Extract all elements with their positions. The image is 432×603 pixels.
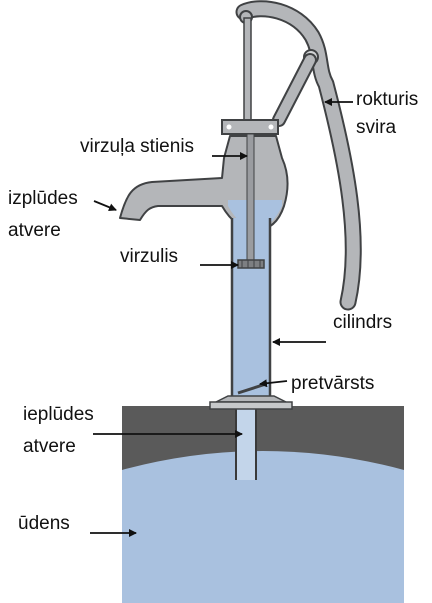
label-piston-rod: virzuļa stienis (80, 136, 194, 157)
label-water: ūdens (18, 513, 70, 534)
outlet-arrow (94, 201, 116, 210)
well (122, 406, 404, 603)
piston-rod-lower (247, 134, 254, 262)
label-inlet-line2: atvere (23, 436, 76, 457)
label-handle-line1: rokturis (356, 89, 418, 110)
label-handle-line2: svira (356, 117, 397, 138)
piston-rod-upper (244, 18, 251, 120)
label-piston: virzulis (120, 246, 178, 267)
piston (238, 260, 264, 268)
inlet-pipe (236, 406, 256, 480)
label-cylinder: cilindrs (333, 312, 392, 333)
label-inlet-line1: ieplūdes (23, 404, 94, 425)
label-check-valve: pretvārsts (291, 373, 374, 394)
base-flange (210, 396, 292, 409)
water-body (122, 451, 404, 603)
label-outlet-line1: izplūdes (8, 188, 78, 209)
label-outlet-line2: atvere (8, 220, 61, 241)
linkage-bar (279, 60, 310, 120)
